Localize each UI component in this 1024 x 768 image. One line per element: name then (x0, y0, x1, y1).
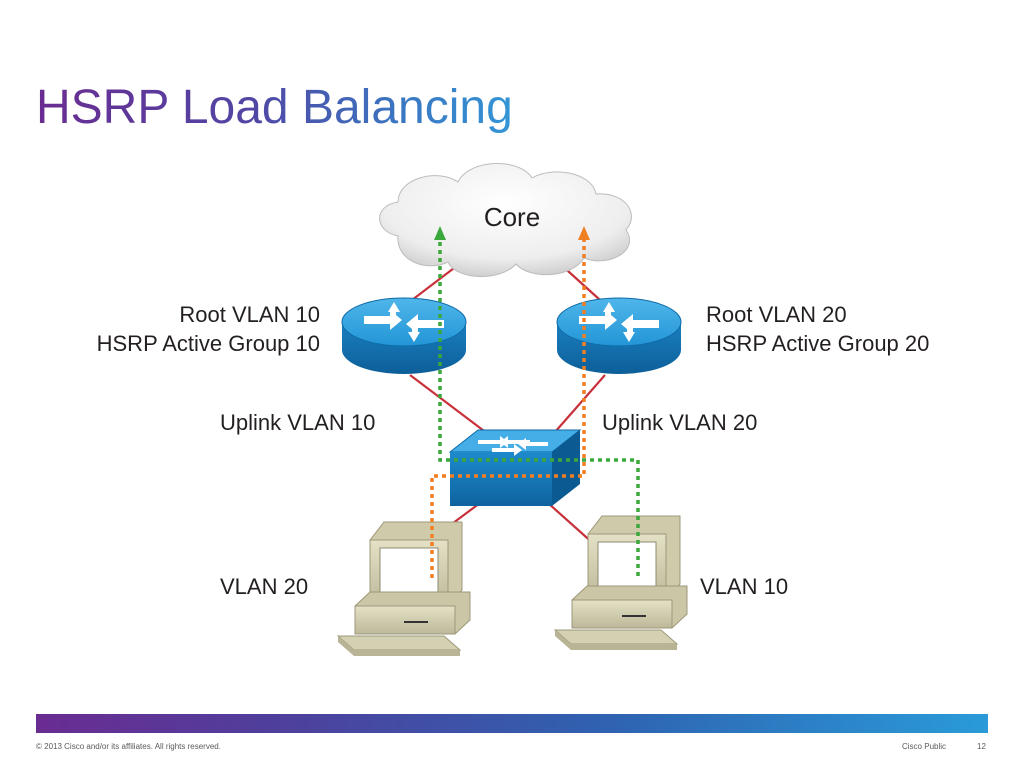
link-left-router-switch (409, 374, 497, 441)
left-router-hsrp-group: HSRP Active Group 10 (96, 331, 320, 356)
core-cloud-icon (379, 162, 632, 277)
right-router-root-vlan: Root VLAN 20 (706, 302, 847, 327)
left-pc-icon (336, 521, 471, 656)
switch-icon (448, 429, 582, 506)
vlan20-traffic-path (430, 226, 590, 578)
right-router-label: Root VLAN 20 HSRP Active Group 20 (706, 300, 929, 358)
copyright-text: © 2013 Cisco and/or its affiliates. All … (36, 742, 221, 751)
core-label: Core (483, 202, 541, 232)
left-router-root-vlan: Root VLAN 10 (179, 302, 320, 327)
right-router-hsrp-group: HSRP Active Group 20 (706, 331, 930, 356)
right-pc-icon (553, 515, 688, 650)
right-router-icon (556, 297, 682, 374)
left-router-icon (341, 297, 467, 374)
green-arrow-head-icon (434, 226, 446, 240)
vlan10-traffic-path (434, 226, 640, 576)
uplink-right-label: Uplink VLAN 20 (602, 410, 758, 435)
link-switch-right-pc (547, 502, 596, 546)
slide-title: HSRP Load Balancing (36, 78, 513, 138)
left-pc-vlan-label: VLAN 20 (220, 574, 309, 599)
footer-bar (36, 714, 988, 733)
orange-arrow-head-icon (578, 226, 590, 240)
page-number: 12 (977, 742, 986, 751)
classification-label: Cisco Public (902, 742, 947, 751)
left-router-label: Root VLAN 10 HSRP Active Group 10 (60, 300, 320, 358)
right-pc-vlan-label: VLAN 10 (700, 574, 789, 599)
uplink-left-label: Uplink VLAN 10 (220, 410, 376, 435)
link-right-router-switch (547, 374, 606, 441)
